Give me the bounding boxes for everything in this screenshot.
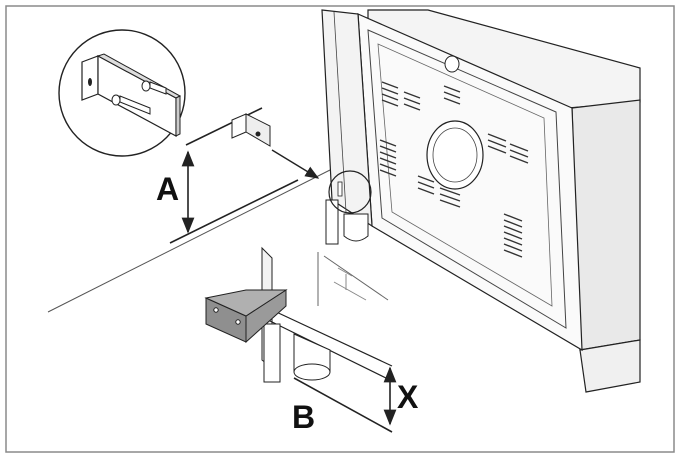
arrow-icon xyxy=(271,149,320,179)
appliance xyxy=(321,9,641,393)
vent-slots xyxy=(379,81,529,258)
dimension-a: A xyxy=(156,150,195,234)
label-b: B xyxy=(292,399,315,435)
label-a: A xyxy=(156,171,179,207)
bracket-detail-magnifier xyxy=(58,29,186,157)
appliance-lower-corner xyxy=(261,246,393,383)
upper-bracket xyxy=(231,113,271,147)
figure-frame xyxy=(5,5,675,453)
detail-circle xyxy=(328,170,372,214)
dimension-x: X xyxy=(383,366,419,426)
label-x: X xyxy=(397,379,419,415)
lower-bracket xyxy=(204,289,288,344)
fan-circle xyxy=(426,120,484,190)
dimension-b-line xyxy=(293,377,393,433)
